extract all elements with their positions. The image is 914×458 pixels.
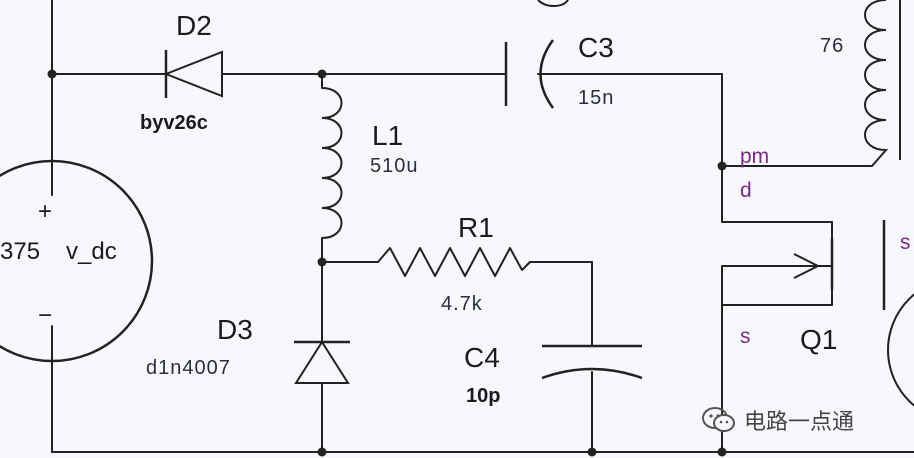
l1-ref-label: L1 xyxy=(372,120,404,151)
node-d-label: d xyxy=(740,179,752,202)
dc-source-circle xyxy=(0,159,154,363)
c4-value-label: 10p xyxy=(466,385,501,407)
l1-inductor-symbol xyxy=(321,87,343,239)
source-name-label: v_dc xyxy=(66,238,117,265)
d2-diode-symbol xyxy=(163,50,223,98)
node-s-cut-label: s xyxy=(900,231,911,254)
d3-diode-symbol xyxy=(294,340,350,384)
transformer-turns-label: 76 xyxy=(820,35,845,57)
d3-ref-label: D3 xyxy=(217,314,253,345)
source-value-label: 375 xyxy=(0,238,41,265)
source-minus-sign: − xyxy=(38,302,53,329)
d2-ref-label: D2 xyxy=(176,10,212,41)
l1-value-label: 510u xyxy=(370,155,419,177)
q1-ref-label: Q1 xyxy=(800,324,838,355)
partial-circle-right xyxy=(887,293,914,407)
r1-resistor-symbol xyxy=(377,247,531,277)
source-plus-sign: + xyxy=(38,198,53,225)
wechat-icon xyxy=(702,407,735,432)
d3-value-label: d1n4007 xyxy=(146,357,231,379)
node-pm-label: pm xyxy=(740,145,770,168)
r1-ref-label: R1 xyxy=(458,212,494,243)
node-s-label: s xyxy=(740,325,751,348)
d2-value-label: byv26c xyxy=(140,112,208,134)
watermark: 电路一点通 xyxy=(702,402,854,438)
c4-capacitor-symbol xyxy=(541,344,643,380)
c3-value-label: 15n xyxy=(578,87,615,109)
q1-mosfet-symbol xyxy=(793,220,886,310)
c3-ref-label: C3 xyxy=(578,32,614,63)
r1-value-label: 4.7k xyxy=(441,293,483,315)
junction-dots xyxy=(47,69,727,457)
c3-capacitor-symbol xyxy=(504,39,555,109)
transformer-winding-symbol xyxy=(864,0,889,167)
watermark-text: 电路一点通 xyxy=(744,409,855,434)
c4-ref-label: C4 xyxy=(464,342,500,373)
